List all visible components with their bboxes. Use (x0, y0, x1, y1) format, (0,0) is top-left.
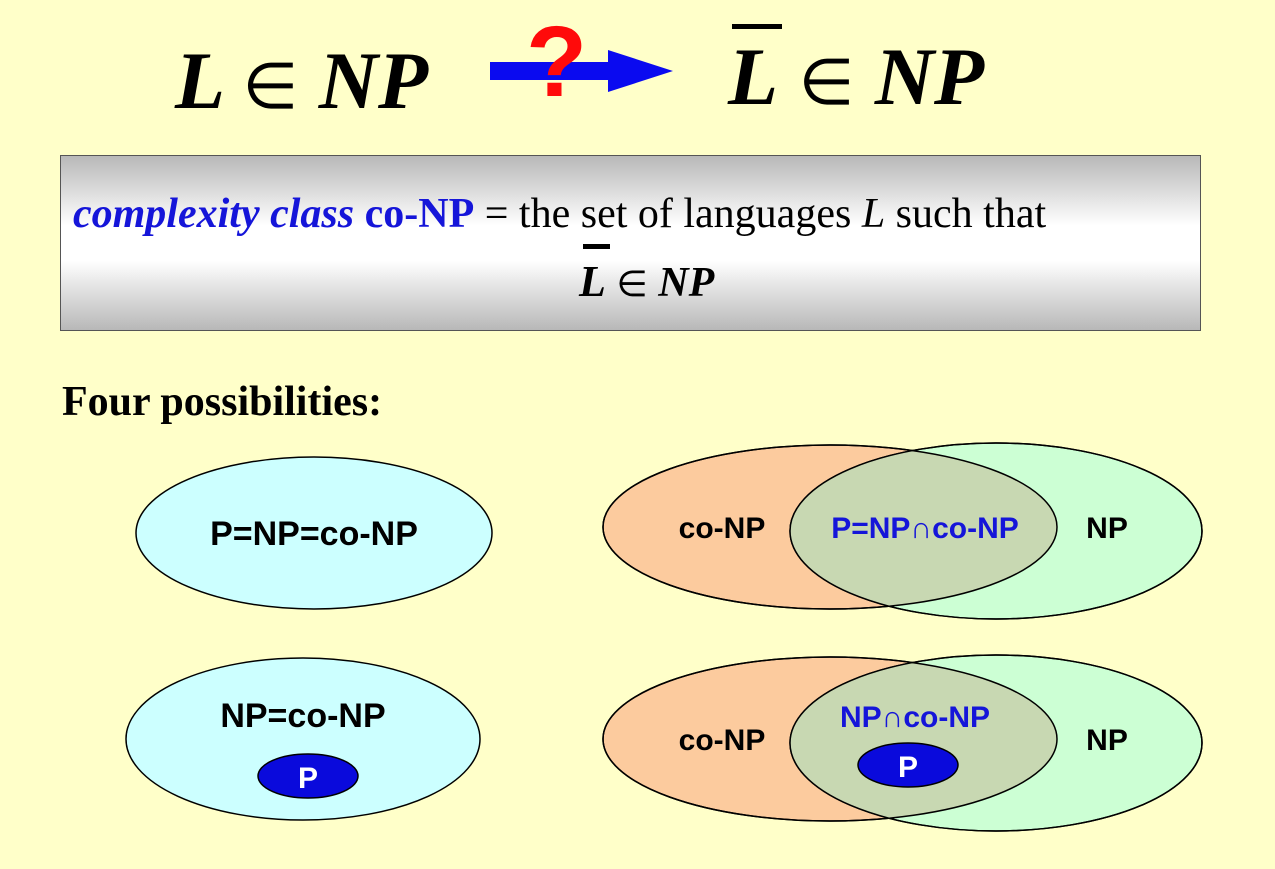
definition-cond-in: ∈ (616, 264, 648, 304)
label-conp-left: co-NP (679, 512, 766, 545)
left-membership: L ∈ NP (175, 40, 428, 122)
left-NP: NP (318, 35, 429, 126)
diagram-4: co-NP NP∩co-NP P NP (602, 654, 1203, 832)
right-element-of: ∈ (798, 47, 855, 118)
definition-text-before: = the set of languages (484, 191, 852, 237)
diagram-3: NP=co-NP P (125, 657, 481, 821)
label-p-np-conp: P=NP=co-NP (210, 515, 418, 553)
label-intersection: NP∩co-NP (840, 701, 990, 734)
right-membership: L ∈ NP (728, 24, 984, 122)
definition-cond-NP: NP (658, 260, 715, 306)
right-NP: NP (874, 31, 985, 122)
right-L-complement: L (728, 24, 783, 122)
implication-arrow (490, 50, 673, 92)
question-mark: ? (526, 6, 588, 118)
label-p: P (898, 751, 918, 784)
left-element-of: ∈ (242, 51, 299, 122)
four-possibilities-heading: Four possibilities: (62, 379, 383, 425)
arrow-head-icon (608, 50, 673, 92)
title-implication: L ∈ NP ? L ∈ NP (0, 0, 1275, 140)
definition-line-1: complexity class co-NP = the set of lang… (73, 190, 1046, 238)
label-p-equals-intersection: P=NP∩co-NP (831, 512, 1019, 545)
label-p: P (298, 762, 318, 795)
definition-cond-L: L (579, 244, 610, 306)
label-np-right: NP (1086, 724, 1128, 757)
definition-term: complexity class (73, 191, 355, 237)
label-conp-left: co-NP (679, 724, 766, 757)
overlap-region (790, 657, 1057, 821)
definition-class-name: co-NP (364, 191, 475, 237)
ellipse-p (857, 742, 959, 788)
ellipse-p-np-conp (135, 456, 493, 610)
left-L: L (175, 35, 223, 126)
diagram-1: P=NP=co-NP (135, 456, 493, 610)
definition-box: complexity class co-NP = the set of lang… (60, 155, 1201, 331)
diagram-2: co-NP P=NP∩co-NP NP (602, 442, 1203, 620)
ellipse-p (257, 753, 359, 799)
definition-line-2: L ∈ NP (579, 244, 715, 307)
ellipse-np-conp (125, 657, 481, 821)
definition-text-after: such that (895, 191, 1047, 237)
label-np-equals-conp: NP=co-NP (220, 697, 385, 735)
definition-L: L (861, 191, 886, 237)
arrow-shaft (490, 62, 610, 80)
overlap-region (790, 445, 1057, 609)
label-np-right: NP (1086, 512, 1128, 545)
